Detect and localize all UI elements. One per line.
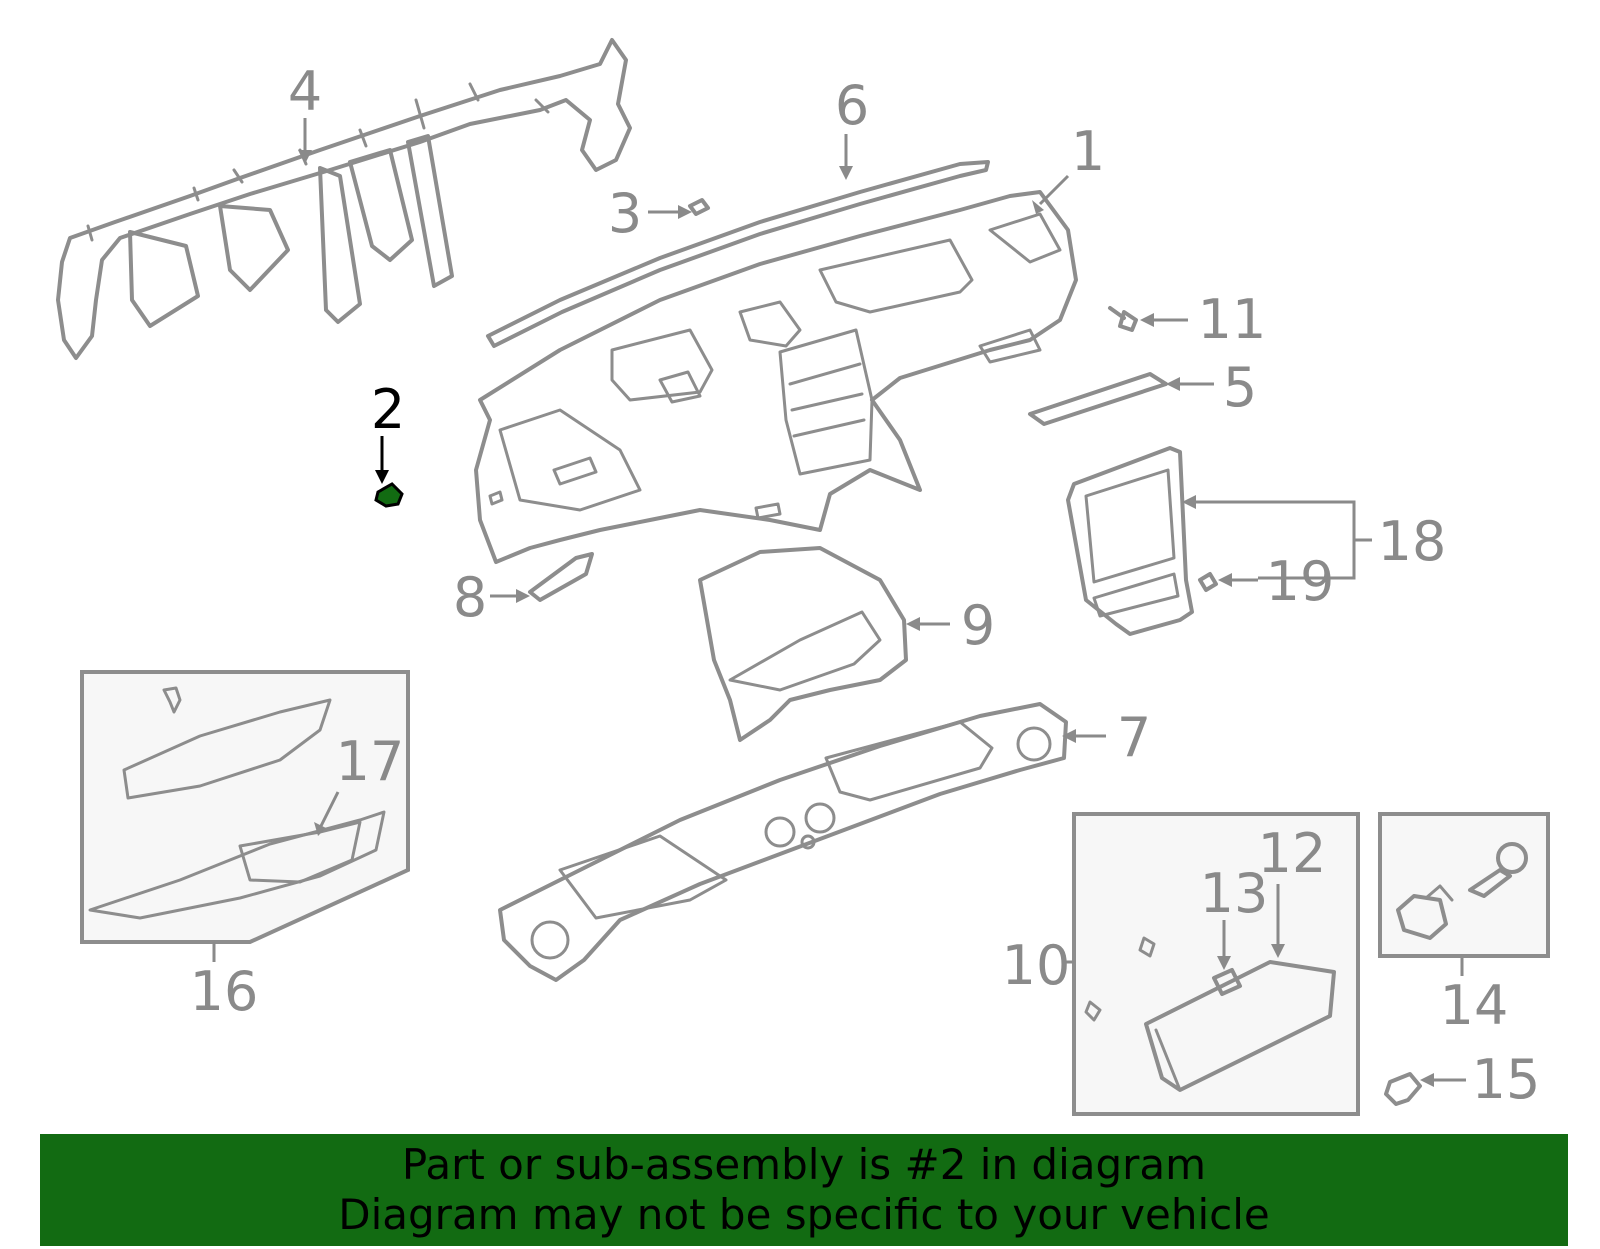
arrowhead-6 xyxy=(839,166,853,180)
part-11-screw[interactable] xyxy=(1108,306,1138,332)
part-16-box[interactable] xyxy=(80,670,410,944)
part-4-reinforcement-beam[interactable] xyxy=(56,38,632,360)
part-9-cluster-hood[interactable] xyxy=(698,546,908,742)
part-7-panel-pad[interactable] xyxy=(498,702,1068,982)
callout-1: 1 xyxy=(1071,120,1105,183)
notice-banner: Part or sub-assembly is #2 in diagram Di… xyxy=(40,1134,1568,1246)
part-14-lock-cylinder-and-key[interactable] xyxy=(1378,812,1550,958)
leader-1 xyxy=(1038,174,1070,206)
part-8-bracket[interactable] xyxy=(528,552,594,602)
part-5-trim-strip[interactable] xyxy=(1028,372,1168,426)
part-6-defroster-strip[interactable] xyxy=(486,160,990,348)
part-13-latch[interactable] xyxy=(1212,968,1242,996)
part-3-clip[interactable] xyxy=(688,198,710,216)
part-1-instrument-panel[interactable] xyxy=(474,190,1078,564)
callout-4: 4 xyxy=(288,60,322,123)
arrowhead-11 xyxy=(1140,313,1154,327)
part-18-center-bezel[interactable] xyxy=(1066,446,1194,636)
callout-19: 19 xyxy=(1266,550,1335,613)
callout-8: 8 xyxy=(453,566,487,629)
part-15-clip[interactable] xyxy=(1384,1072,1422,1106)
callout-18: 18 xyxy=(1378,510,1447,573)
arrowhead-4 xyxy=(298,150,312,164)
arrowhead-18 xyxy=(1182,495,1196,509)
callout-12: 12 xyxy=(1258,822,1327,885)
callout-14: 14 xyxy=(1440,974,1509,1037)
callout-7: 7 xyxy=(1117,706,1151,769)
leader-17 xyxy=(318,791,340,829)
arrowhead-17 xyxy=(314,822,326,836)
arrowhead-9 xyxy=(906,617,920,631)
arrowhead-1 xyxy=(1032,200,1044,214)
callout-3: 3 xyxy=(608,182,642,245)
callout-6: 6 xyxy=(835,74,869,137)
callout-16: 16 xyxy=(190,960,259,1023)
callout-11: 11 xyxy=(1198,288,1267,351)
arrowhead-13 xyxy=(1217,956,1231,970)
banner-line-2: Diagram may not be specific to your vehi… xyxy=(338,1190,1270,1239)
callout-10: 10 xyxy=(1002,934,1071,997)
callout-15: 15 xyxy=(1472,1048,1541,1111)
callout-13: 13 xyxy=(1200,862,1269,925)
arrowhead-19 xyxy=(1218,573,1232,587)
banner-line-1: Part or sub-assembly is #2 in diagram xyxy=(401,1140,1207,1189)
arrowhead-15 xyxy=(1420,1073,1434,1087)
arrowhead-8 xyxy=(516,589,530,603)
callout-2: 2 xyxy=(371,378,405,441)
part-19-clip[interactable] xyxy=(1198,572,1218,592)
arrowhead-2 xyxy=(375,470,389,484)
arrowhead-7 xyxy=(1062,729,1076,743)
callout-17: 17 xyxy=(336,730,405,793)
callout-5: 5 xyxy=(1223,356,1257,419)
arrowhead-3 xyxy=(678,205,692,219)
arrowhead-5 xyxy=(1166,377,1180,391)
arrowhead-12 xyxy=(1271,944,1285,958)
callout-9: 9 xyxy=(961,594,995,657)
part-2-highlighted[interactable] xyxy=(374,482,404,508)
part-10-glove-box-assembly[interactable] xyxy=(1072,812,1360,1116)
